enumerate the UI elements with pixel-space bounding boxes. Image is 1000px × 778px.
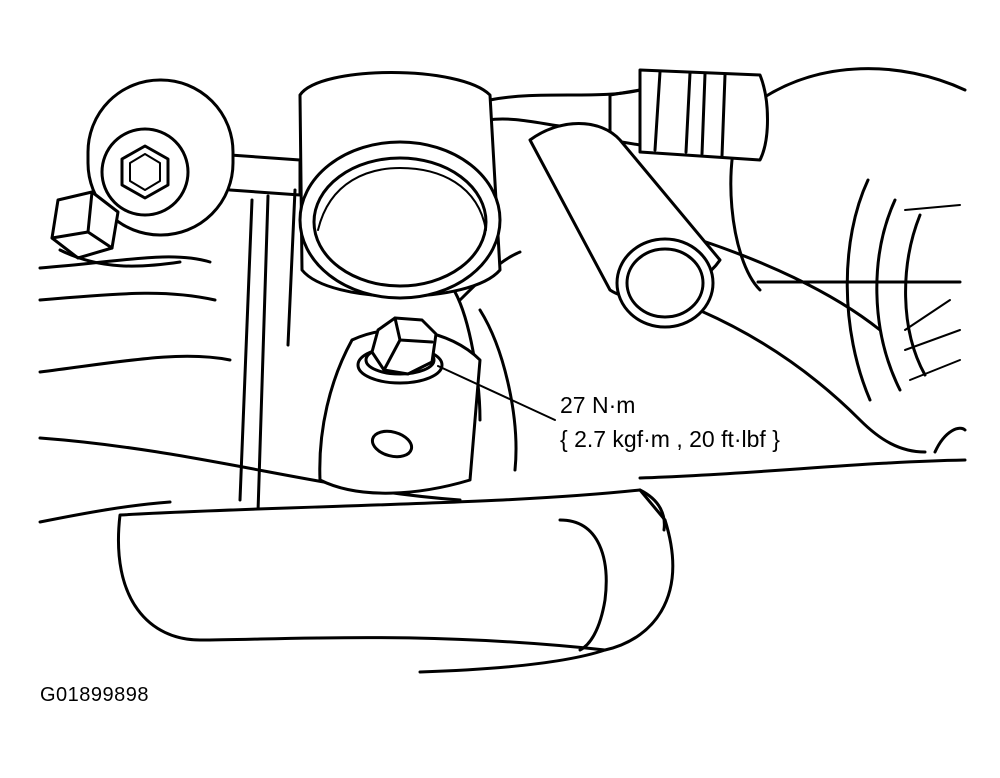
lower-left-bolt: [50, 190, 182, 268]
lower-bracket: [117, 488, 675, 674]
upper-left-bracket: [86, 78, 235, 237]
callout-leader-line: [437, 365, 556, 421]
pulley-housing: [729, 67, 967, 454]
hose-fitting: [528, 68, 769, 329]
coolant-outlet: [298, 71, 502, 300]
hex-bolt: [356, 316, 444, 385]
figure-id: G01899898: [40, 684, 150, 706]
torque-value-conversions: { 2.7 kgf·m , 20 ft·lbf }: [560, 426, 780, 452]
torque-value-newton-meter: 27 N·m: [560, 392, 636, 418]
